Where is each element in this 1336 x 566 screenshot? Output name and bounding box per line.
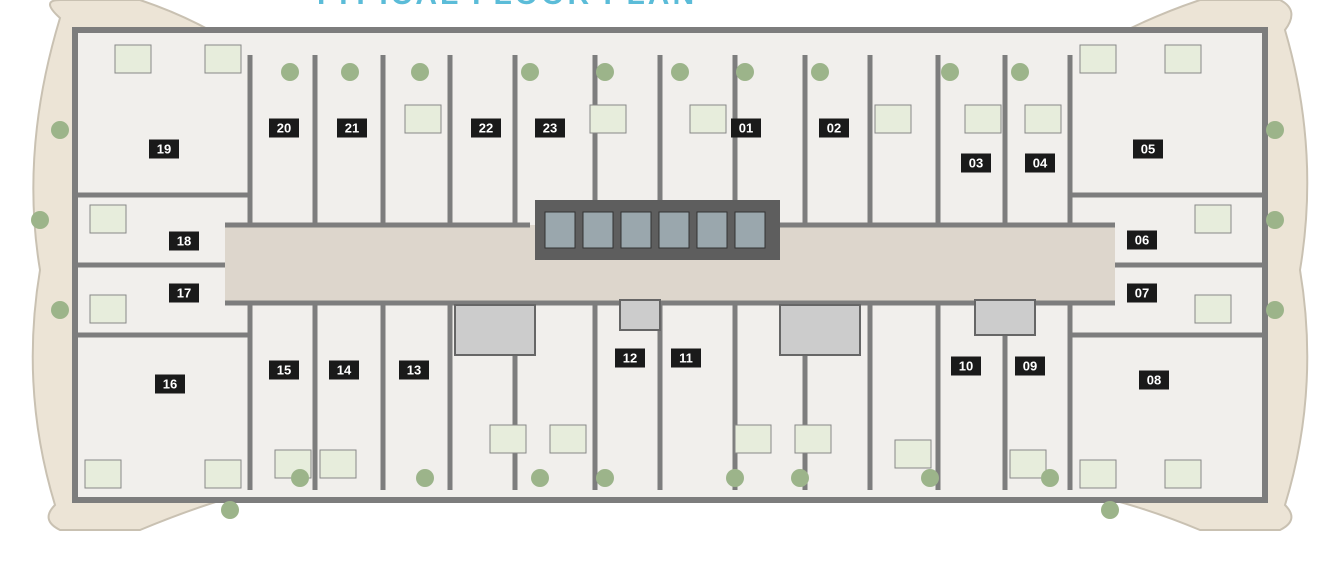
plant	[811, 63, 829, 81]
unit-label-15: 15	[269, 360, 299, 380]
bed	[1194, 204, 1232, 234]
plant	[1266, 301, 1284, 319]
bed	[1194, 294, 1232, 324]
stair	[454, 304, 536, 356]
plant	[51, 301, 69, 319]
elevator-car	[544, 211, 576, 249]
unit-label-21: 21	[337, 118, 367, 138]
cores	[454, 200, 1036, 356]
plant	[291, 469, 309, 487]
unit-label-23: 23	[535, 118, 565, 138]
unit-label-22: 22	[471, 118, 501, 138]
bed	[89, 294, 127, 324]
plant	[671, 63, 689, 81]
bed	[404, 104, 442, 134]
bed	[89, 204, 127, 234]
unit-label-02: 02	[819, 118, 849, 138]
bed	[874, 104, 912, 134]
unit-label-07: 07	[1127, 283, 1157, 303]
plant	[521, 63, 539, 81]
plan-title: TYPICAL FLOOR PLAN	[312, 0, 697, 12]
plant	[416, 469, 434, 487]
plant	[1266, 121, 1284, 139]
bed	[794, 424, 832, 454]
plant	[411, 63, 429, 81]
plant	[31, 211, 49, 229]
bed	[114, 44, 152, 74]
unit-label-10: 10	[951, 356, 981, 376]
plant	[221, 501, 239, 519]
unit-label-14: 14	[329, 360, 359, 380]
unit-label-04: 04	[1025, 153, 1055, 173]
unit-label-13: 13	[399, 360, 429, 380]
elevator-car	[696, 211, 728, 249]
plant	[51, 121, 69, 139]
elevator-car	[658, 211, 690, 249]
bed	[204, 44, 242, 74]
plant	[1011, 63, 1029, 81]
bed	[1164, 459, 1202, 489]
plant	[596, 469, 614, 487]
furniture	[31, 44, 1284, 519]
unit-label-06: 06	[1127, 230, 1157, 250]
plant	[596, 63, 614, 81]
stair	[779, 304, 861, 356]
bed	[84, 459, 122, 489]
unit-label-18: 18	[169, 231, 199, 251]
plant	[1101, 501, 1119, 519]
plant	[791, 469, 809, 487]
plant	[281, 63, 299, 81]
bed	[1024, 104, 1062, 134]
bed	[319, 449, 357, 479]
unit-label-01: 01	[731, 118, 761, 138]
stair	[974, 299, 1036, 336]
plant	[941, 63, 959, 81]
unit-label-03: 03	[961, 153, 991, 173]
unit-label-08: 08	[1139, 370, 1169, 390]
plant	[1041, 469, 1059, 487]
walls	[75, 55, 1265, 490]
plant	[736, 63, 754, 81]
bed	[894, 439, 932, 469]
elevator-car	[734, 211, 766, 249]
unit-label-19: 19	[149, 139, 179, 159]
bed	[1009, 449, 1047, 479]
plant	[1266, 211, 1284, 229]
plant	[531, 469, 549, 487]
plant	[341, 63, 359, 81]
bed	[734, 424, 772, 454]
stair	[619, 299, 661, 331]
bed	[964, 104, 1002, 134]
unit-label-11: 11	[671, 348, 701, 368]
unit-label-16: 16	[155, 374, 185, 394]
bed	[1079, 459, 1117, 489]
bed	[1079, 44, 1117, 74]
bed	[689, 104, 727, 134]
plant	[726, 469, 744, 487]
unit-label-05: 05	[1133, 139, 1163, 159]
bed	[589, 104, 627, 134]
bed	[549, 424, 587, 454]
bed	[489, 424, 527, 454]
bed	[204, 459, 242, 489]
elevator-car	[620, 211, 652, 249]
unit-label-17: 17	[169, 283, 199, 303]
unit-label-09: 09	[1015, 356, 1045, 376]
plant	[921, 469, 939, 487]
bed	[1164, 44, 1202, 74]
elevator-car	[582, 211, 614, 249]
unit-label-12: 12	[615, 348, 645, 368]
unit-label-20: 20	[269, 118, 299, 138]
